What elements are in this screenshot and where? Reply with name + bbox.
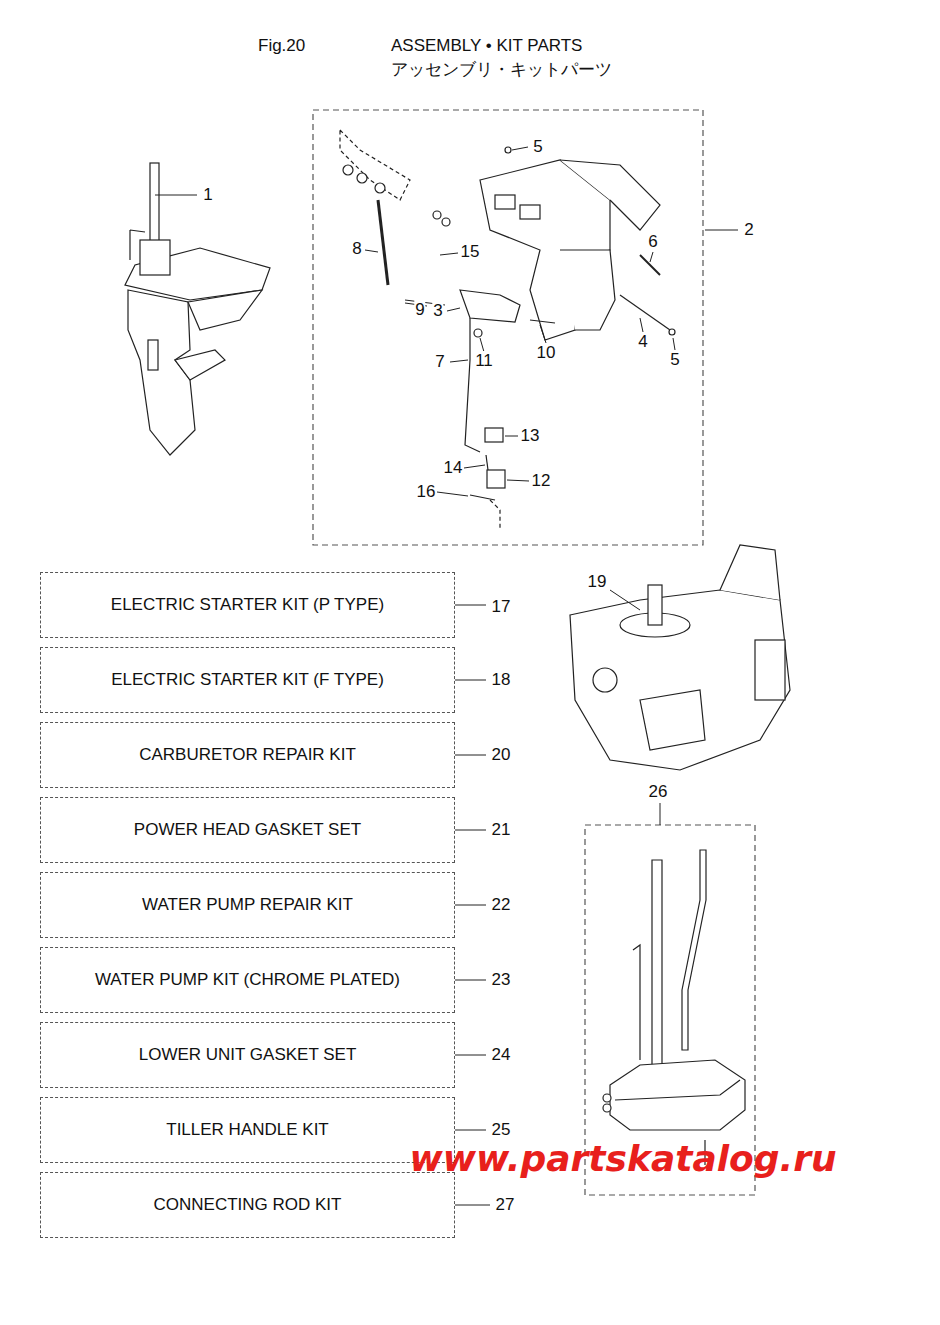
callout-number: 11	[474, 351, 494, 371]
callout-number: 1	[202, 185, 213, 205]
kit-box: WATER PUMP KIT (CHROME PLATED)	[40, 947, 455, 1013]
callout-number: 13	[520, 426, 541, 446]
callout-number: 7	[434, 352, 445, 372]
callout-number: 3	[432, 301, 443, 321]
callout-number: 8	[351, 239, 362, 259]
kit-name: ELECTRIC STARTER KIT (F TYPE)	[103, 666, 392, 694]
callout-number: 19	[587, 572, 608, 592]
callout-number: 17	[491, 597, 512, 617]
kit-name: TILLER HANDLE KIT	[158, 1116, 337, 1144]
kit-box: LOWER UNIT GASKET SET	[40, 1022, 455, 1088]
callout-number: 4	[637, 332, 648, 352]
kit-box: TILLER HANDLE KIT	[40, 1097, 455, 1163]
kit-box: CARBURETOR REPAIR KIT	[40, 722, 455, 788]
kit-name: CARBURETOR REPAIR KIT	[131, 741, 364, 769]
callout-number: 12	[531, 471, 552, 491]
callout-number: 5	[532, 137, 543, 157]
kit-box: ELECTRIC STARTER KIT (F TYPE)	[40, 647, 455, 713]
callout-number: 16	[416, 482, 437, 502]
kit-box: CONNECTING ROD KIT	[40, 1172, 455, 1238]
callout-number: 15	[460, 242, 481, 262]
callout-number: 5	[669, 350, 680, 370]
diagram-title: ASSEMBLY • KIT PARTS	[391, 36, 582, 56]
japanese-title: アッセンブリ・キットパーツ	[391, 58, 612, 81]
kit-box: WATER PUMP REPAIR KIT	[40, 872, 455, 938]
fig-number: Fig.20	[258, 36, 305, 56]
watermark: www.partskatalog.ru	[409, 1138, 836, 1179]
callout-number: 9	[414, 300, 425, 320]
callout-number: 21	[491, 820, 512, 840]
kit-name: CONNECTING ROD KIT	[146, 1191, 350, 1219]
kit-name: LOWER UNIT GASKET SET	[131, 1041, 365, 1069]
kit-box: POWER HEAD GASKET SET	[40, 797, 455, 863]
callout-number: 27	[495, 1195, 516, 1215]
callout-number: 25	[491, 1120, 512, 1140]
callout-number: 6	[647, 232, 658, 252]
callout-number: 24	[491, 1045, 512, 1065]
kit-name: POWER HEAD GASKET SET	[126, 816, 369, 844]
callout-number: 2	[743, 220, 754, 240]
kit-name: ELECTRIC STARTER KIT (P TYPE)	[103, 591, 392, 619]
kit-name: WATER PUMP REPAIR KIT	[134, 891, 361, 919]
kit-name: WATER PUMP KIT (CHROME PLATED)	[87, 966, 408, 994]
callout-number: 22	[491, 895, 512, 915]
callout-number: 10	[536, 343, 557, 363]
callout-number: 14	[443, 458, 464, 478]
callout-number: 26	[648, 782, 669, 802]
kit-box: ELECTRIC STARTER KIT (P TYPE)	[40, 572, 455, 638]
callout-number: 18	[491, 670, 512, 690]
callout-number: 23	[491, 970, 512, 990]
callout-number: 20	[491, 745, 512, 765]
